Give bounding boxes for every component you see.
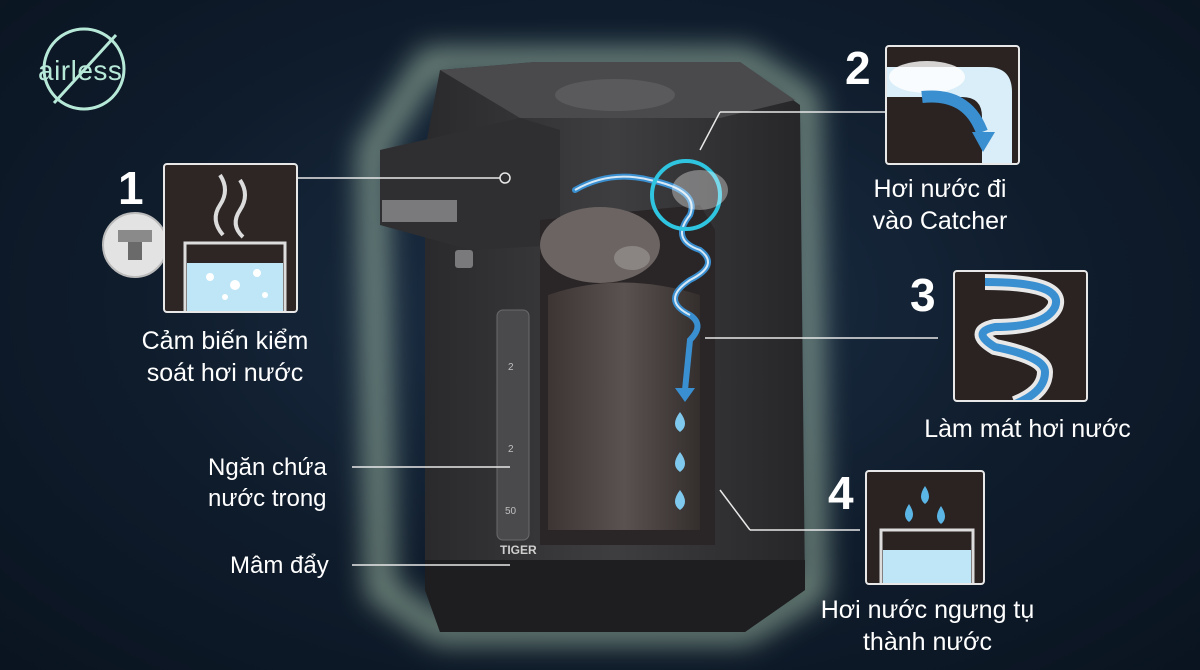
inner-pot: [540, 205, 715, 545]
step-2-caption: Hơi nước đi vào Catcher: [840, 173, 1040, 237]
inner-pot-label: Ngăn chứa nước trong: [208, 452, 327, 514]
label-line: Ngăn chứa: [208, 454, 327, 481]
brand-label: TIGER: [500, 543, 537, 557]
cooling-coil-icon: [974, 274, 1064, 400]
caption-line: thành nước: [862, 628, 993, 656]
step-2-image: [885, 45, 1020, 165]
steam-into-catcher-icon: [887, 61, 1012, 163]
scale-mark: 2: [508, 444, 514, 455]
scale-mark: 2: [508, 362, 514, 373]
step-number-1: 1: [118, 162, 144, 214]
catcher-highlight-ring: [650, 159, 722, 231]
step-3-image: [953, 270, 1088, 402]
step-4-caption: Hơi nước ngưng tụ thành nước: [815, 594, 1040, 658]
sensor-closeup-icon: [102, 212, 196, 278]
brand-logo: airless: [38, 55, 123, 86]
step-number-4: 4: [828, 467, 854, 519]
water-drops: [675, 412, 685, 510]
caption-line: Làm mát hơi nước: [924, 415, 1131, 443]
caption-line: soát hơi nước: [146, 359, 304, 387]
step-number-2: 2: [845, 42, 871, 94]
down-arrow-icon: [675, 388, 695, 402]
step-1-caption: Cảm biến kiểm soát hơi nước: [120, 325, 330, 389]
caption-line: Hơi nước ngưng tụ: [820, 596, 1035, 624]
leader-lines: [298, 111, 938, 566]
caption-line: vào Catcher: [872, 207, 1008, 235]
boiling-water-icon: [183, 173, 287, 311]
label-line: nước trong: [208, 485, 327, 512]
step-1-image: [163, 163, 298, 313]
caption-line: Cảm biến kiểm: [141, 327, 309, 355]
push-plate-label: Mâm đẩy: [230, 552, 329, 579]
airless-logo-icon: [42, 27, 126, 111]
step-number-3: 3: [910, 269, 936, 321]
caption-line: Hơi nước đi: [873, 175, 1007, 203]
step-4-image: [865, 470, 985, 585]
condensed-water-icon: [879, 486, 975, 583]
scale-mark: 50: [505, 506, 517, 517]
step-3-caption: Làm mát hơi nước: [905, 413, 1150, 445]
